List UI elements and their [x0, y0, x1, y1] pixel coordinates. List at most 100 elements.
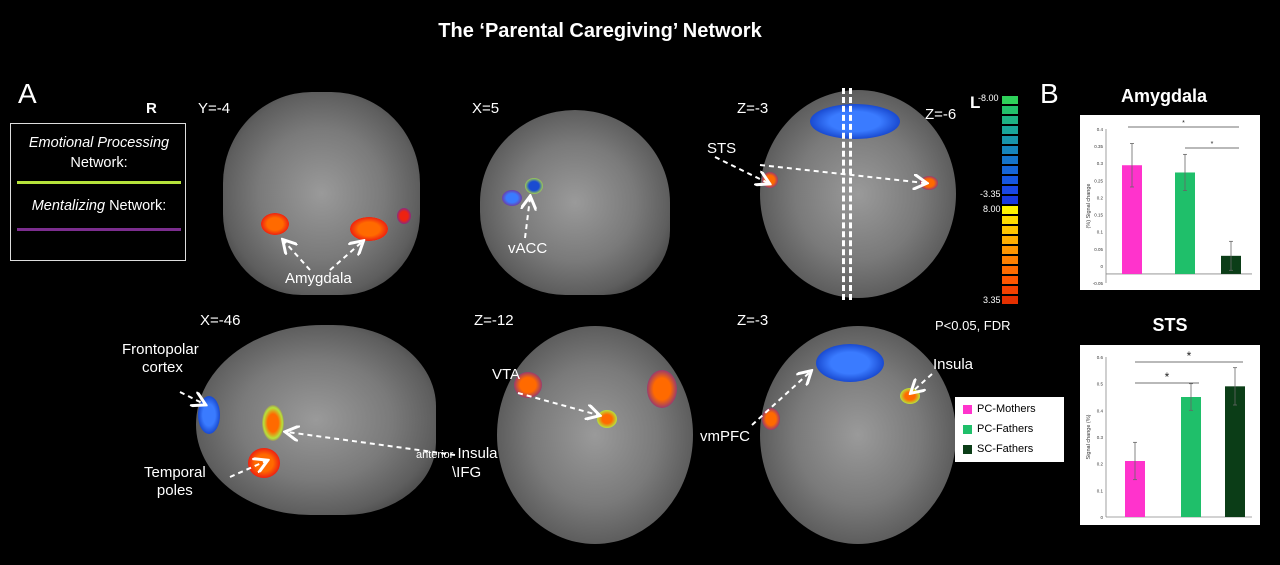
activation-blob	[262, 405, 284, 441]
brain-axial-bottom-image	[760, 326, 956, 544]
y-tick-label: 0.1	[1097, 488, 1104, 493]
arrow-amygdala-right	[329, 242, 362, 271]
slice-label-axial-bottom-right: Z=-3	[737, 312, 769, 329]
arrow-frontopolar	[179, 391, 204, 404]
y-tick-label: 0.2	[1097, 195, 1104, 200]
significance-star: *	[1182, 120, 1185, 127]
activation-blob	[816, 344, 884, 382]
slice-label-coronal: Y=-4	[198, 100, 231, 117]
midline-divider	[842, 88, 852, 300]
group-swatch	[963, 424, 972, 434]
activation-blob	[350, 217, 388, 241]
orientation-left-label: L	[970, 93, 981, 112]
chart-amygdala: 0.40.350.30.250.20.150.10.050-0.05(%) Si…	[1086, 120, 1252, 286]
figure-title: The ‘Parental Caregiving’ Network	[438, 20, 762, 42]
y-tick-label: 0.25	[1094, 178, 1103, 183]
y-tick-label: 0.5	[1097, 382, 1104, 387]
mentalizing-network-line	[17, 228, 181, 231]
y-tick-label: 0.05	[1094, 247, 1103, 252]
label-vmpfc: vmPFC	[700, 428, 750, 445]
y-axis-label: Signal change (%)	[1086, 414, 1092, 459]
mentalizing-network-label: Mentalizing	[31, 198, 106, 214]
mentalizing-network-row: Mentalizing Network:	[17, 197, 181, 216]
bar	[1181, 397, 1201, 517]
label-anterior-insula-ifg: anterior Insula \IFG	[416, 445, 498, 482]
chart-sts: 0.6 0.5 0.4 0.3 0.2 0.1 0 Signal change (%) * *	[1086, 349, 1252, 520]
y-axis-label: (%) Signal change	[1086, 184, 1092, 229]
orientation-right-label: R	[146, 100, 157, 117]
label-temporal-poles: Temporal poles	[144, 464, 206, 500]
label-frontopolar-line1: Frontopolar	[122, 341, 199, 358]
y-tick-label: 0	[1100, 515, 1103, 520]
y-tick-label: 0.35	[1094, 144, 1103, 149]
brain-coronal-image	[223, 92, 420, 295]
group-legend: PC-Mothers PC-Fathers SC-Fathers	[955, 397, 1064, 462]
group-legend-item: SC-Fathers	[963, 440, 1033, 458]
network-legend: Emotional Processing Network: Mentalizin…	[10, 123, 186, 261]
slice-label-axial-top-right: Z=-6	[925, 106, 957, 123]
colorbar	[1002, 96, 1018, 306]
arrow-temporal	[229, 461, 266, 478]
mentalizing-network-suffix: Network:	[109, 198, 167, 214]
chart-panel-sts: 0.6 0.5 0.4 0.3 0.2 0.1 0 Signal change (%) * *	[1080, 345, 1260, 525]
colorbar-warm-bottom-label: 3.35	[983, 295, 1001, 305]
bar	[1125, 461, 1145, 517]
emotional-network-suffix: Network:	[70, 155, 128, 171]
label-temporal-line2: poles	[156, 482, 193, 499]
group-swatch	[963, 404, 972, 414]
y-tick-label: 0.4	[1097, 127, 1104, 132]
slice-label-axial-mid-bottom: Z=-12	[474, 312, 514, 329]
significance-star: *	[1211, 141, 1214, 148]
activation-blob	[502, 190, 522, 206]
brain-sagittal-mid-image	[480, 110, 670, 295]
y-tick-label: 0	[1100, 264, 1103, 269]
activation-blob	[762, 408, 780, 430]
group-legend-item: PC-Fathers	[963, 420, 1033, 438]
threshold-label: P<0.05, FDR	[935, 318, 1011, 333]
arrow-insula	[912, 373, 933, 392]
arrow-vmpfc	[751, 372, 810, 426]
arrow-insula-ifg	[287, 432, 456, 456]
bar	[1175, 172, 1195, 274]
brain-sagittal-left-image	[196, 325, 436, 515]
panel-label-a: A	[18, 78, 37, 109]
label-ifg: \IFG	[452, 464, 482, 481]
bar	[1225, 386, 1245, 517]
label-vta: VTA	[492, 366, 521, 383]
brain-axial-top-image	[760, 90, 956, 298]
significance-star: *	[1187, 349, 1192, 363]
colorbar-blue-bottom-label: -3.35	[980, 189, 1001, 199]
chart-title-amygdala: Amygdala	[1120, 86, 1208, 106]
group-legend-label: PC-Mothers	[977, 403, 1036, 415]
label-amygdala: Amygdala	[285, 270, 352, 287]
colorbar-blue-top-label: -8.00	[978, 93, 999, 103]
y-tick-label: 0.6	[1097, 355, 1104, 360]
arrow-amygdala-left	[284, 241, 311, 271]
slice-label-sagittal-mid: X=5	[472, 100, 500, 117]
group-swatch	[963, 444, 972, 454]
arrow-vacc	[525, 198, 530, 239]
bar	[1122, 165, 1142, 274]
y-tick-label: 0.15	[1094, 213, 1103, 218]
brain-axial-mid-image	[497, 326, 693, 544]
activation-blob	[525, 178, 543, 194]
y-tick-label: 0.3	[1097, 161, 1104, 166]
y-tick-label: 0.3	[1097, 435, 1104, 440]
label-insula-main: Insula	[457, 445, 498, 462]
emotional-network-line	[17, 181, 181, 184]
label-anterior: anterior	[416, 449, 454, 461]
y-tick-label: 0.4	[1097, 408, 1104, 413]
label-frontopolar-cortex: Frontopolar cortex	[122, 341, 199, 377]
y-tick-label: -0.05	[1093, 281, 1104, 286]
y-tick-label: 0.2	[1097, 462, 1104, 467]
activation-blob	[647, 370, 677, 408]
significance-star: *	[1165, 370, 1170, 384]
panel-label-b: B	[1040, 78, 1059, 109]
emotional-network-label: Emotional Processing	[28, 135, 170, 151]
label-temporal-line1: Temporal	[144, 464, 206, 481]
activation-blob	[810, 104, 900, 139]
label-vacc: vACC	[508, 240, 548, 257]
colorbar-warm-top-label: 8.00	[983, 204, 1001, 214]
